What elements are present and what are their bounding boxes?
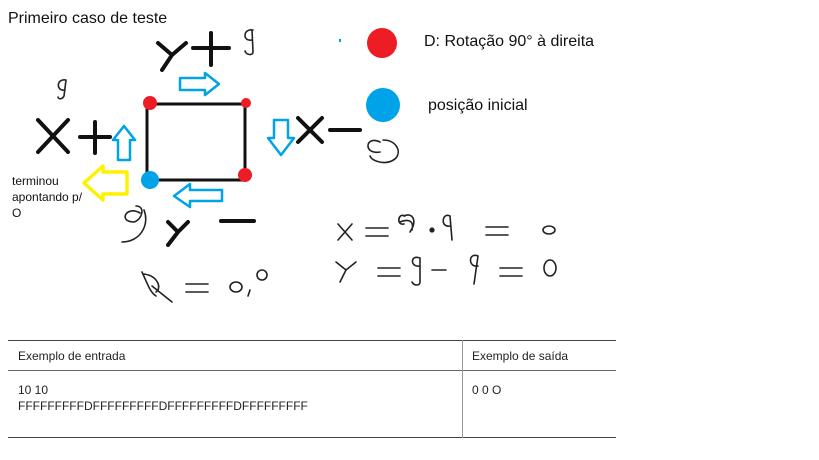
path-diagram [36,28,557,303]
hand-zero [542,225,556,235]
hand-nine [244,29,254,56]
hand-nine [411,256,421,286]
hand-nine [57,79,67,100]
table-divider [8,370,616,371]
legend-red-label: D: Rotação 90° à direita [424,33,595,50]
hand-x-letter [36,118,70,154]
hand-nine [469,254,479,285]
legend-blue-label: posição inicial [428,97,528,114]
hand-nine [398,214,415,233]
table-divider [8,437,616,438]
table-divider [8,340,616,341]
hand-zero [543,259,557,277]
hand-zero [229,281,243,293]
hand-equals [185,283,209,293]
hand-plus [78,120,112,155]
hand-nine [442,214,453,241]
arrow-right-icon [178,71,221,97]
hand-comma [247,289,251,297]
page-title: Primeiro caso de teste [8,10,168,27]
hand-nine [367,139,399,164]
output-value: 0 0 O [472,383,502,397]
hand-equals [499,267,523,277]
hand-plus [191,31,231,67]
hand-equals [485,226,509,236]
end-arrow-icon [82,164,129,202]
rotation-point-icon [238,168,252,182]
header-output: Exemplo de saída [472,349,569,363]
hand-equals [377,267,401,277]
hand-r [141,271,173,303]
input-line-2: FFFFFFFFFDFFFFFFFFFDFFFFFFFFFDFFFFFFFFF [18,399,308,413]
legend-red-dot-icon [367,28,397,58]
hand-dot [429,227,435,233]
table-divider [462,340,463,438]
hand-x [337,223,353,241]
hand-x-letter [296,116,324,144]
hand-y-letter [166,220,190,247]
end-annotation: terminou apontando p/ O [12,174,83,220]
header-input: Exemplo de entrada [18,349,126,363]
arrow-up-icon [111,124,137,162]
square-path [145,102,247,182]
example-table: Exemplo de entrada Exemplo de saída 10 1… [8,340,616,438]
start-point-icon [141,171,159,189]
rotation-point-icon [143,96,157,110]
arrow-left-icon [172,182,224,209]
arrow-down-icon [266,118,296,157]
rotation-point-icon [241,98,251,108]
hand-y-letter [156,41,188,72]
hand-zero [256,269,268,281]
hand-y [335,261,357,283]
hand-equals [365,227,389,237]
legend-blue-dot-icon [366,88,400,122]
hand-nine [121,205,147,243]
input-line-1: 10 10 [18,383,49,397]
